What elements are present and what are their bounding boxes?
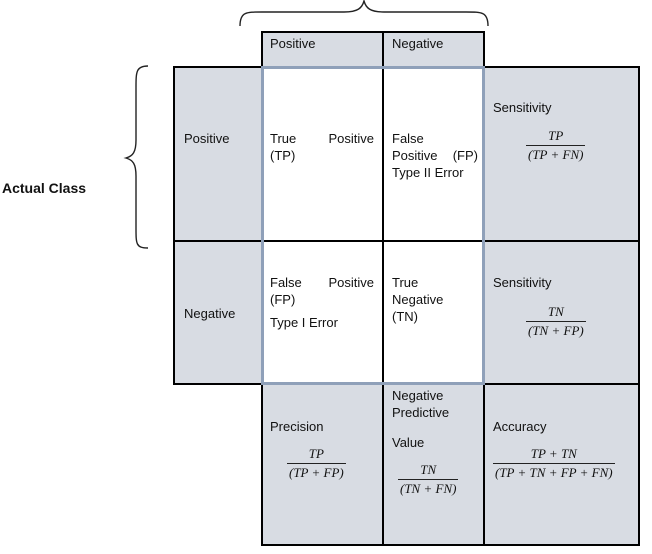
sensitivity-top-label: Sensitivity [493,100,552,115]
accuracy-cell [484,384,638,545]
false-negative-text: False Positive(FP) Type II Error [392,131,478,180]
predicted-negative-label: Negative [392,36,444,51]
sensitivity-top-cell [484,67,638,241]
npv-label: Negative Predictive Value [392,388,450,450]
grid-line [382,31,384,546]
matrix-outline [261,382,485,385]
grid-line [174,240,639,242]
grid-line [484,383,639,385]
grid-line [261,384,263,546]
accuracy-label: Accuracy [493,419,547,434]
npv-formula: TN (TN + FN) [398,462,459,496]
true-negative-cell [383,241,484,384]
actual-negative-label: Negative [184,306,236,321]
actual-class-title: Actual Class [2,180,87,196]
actual-positive-label: Positive [184,131,230,146]
precision-cell [262,384,383,545]
npv-cell [383,384,484,545]
predicted-positive-header [262,32,383,67]
grid-line [261,31,263,67]
predicted-negative-header [383,32,484,67]
grid-line [638,66,640,546]
actual-brace [123,65,149,249]
accuracy-formula: TP + TN (TP + TN + FP + FN) [493,446,615,480]
false-positive-cell [262,241,383,384]
true-negative-text: True Negative (TN) [392,275,444,324]
grid-line [262,544,639,546]
actual-negative-cell [174,241,262,384]
grid-line [173,66,175,385]
sensitivity-top-formula: TP (TP + FN) [526,128,586,162]
sensitivity-bottom-formula: TN (TN + FP) [526,304,586,338]
predicted-positive-label: Positive [270,36,316,51]
true-positive-cell [262,67,383,241]
matrix-outline [482,66,485,385]
sensitivity-bottom-label: Sensitivity [493,275,552,290]
matrix-outline [261,66,264,385]
false-negative-cell [383,67,484,241]
matrix-outline [261,66,485,69]
precision-label: Precision [270,419,324,434]
actual-positive-cell [174,67,262,241]
grid-line [174,383,262,385]
sensitivity-bottom-cell [484,241,638,384]
precision-formula: TP (TP + FP) [287,446,346,480]
grid-line [262,31,485,33]
